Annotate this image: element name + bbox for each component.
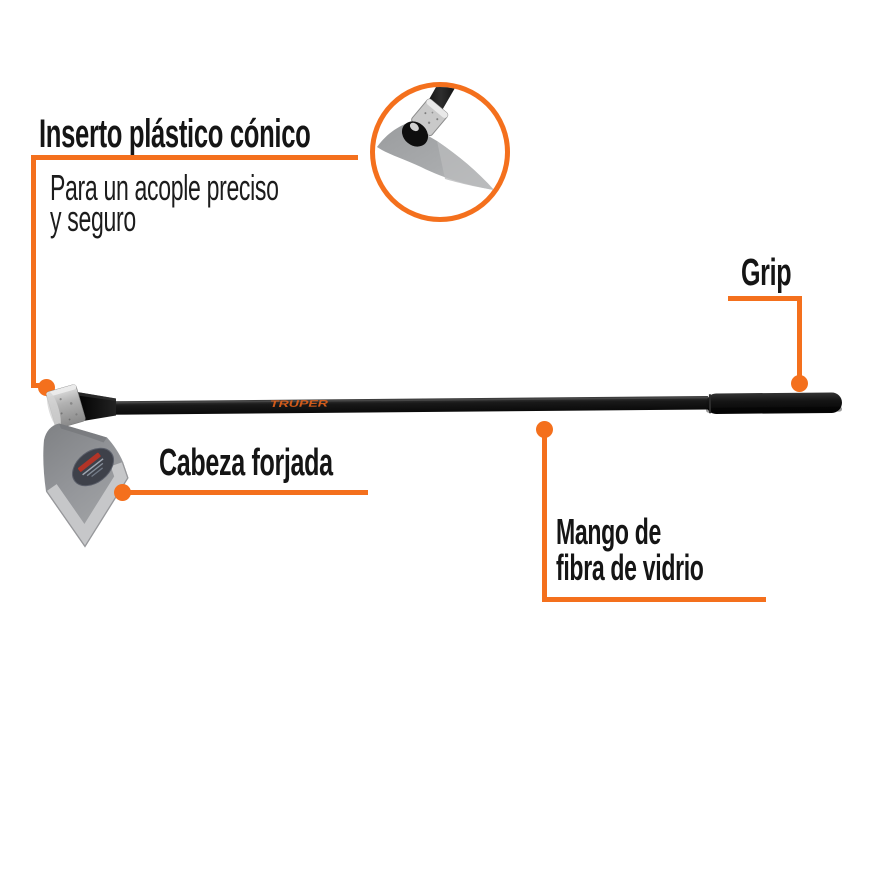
- blade-sticker: [72, 447, 114, 487]
- product-image-hoe: TRUPER: [43, 384, 843, 548]
- insert-callout-underline: [31, 155, 358, 160]
- head-ferrule: [46, 384, 86, 429]
- grip-callout-label: Grip: [741, 252, 792, 294]
- handle-callout-dot: [536, 421, 553, 438]
- handle-grip: [705, 392, 842, 414]
- handle-callout-line-vertical: [542, 430, 547, 602]
- head-callout-dot: [114, 484, 131, 501]
- head-callout-label: Cabeza forjada: [159, 442, 333, 484]
- head-detail-image: [377, 87, 494, 190]
- head-callout-line: [122, 490, 368, 495]
- inset-plastic-insert: [401, 121, 429, 147]
- grip-callout-line: [728, 296, 802, 301]
- insert-callout-elbow-line: [31, 383, 44, 388]
- grip-callout-dot: [791, 375, 808, 392]
- insert-callout-description: Para un acople preciso y seguro: [50, 167, 279, 239]
- insert-callout-title: Inserto plástico cónico: [39, 112, 311, 156]
- grip-callout-line-vertical: [797, 296, 802, 380]
- handle-callout-line-horizontal: [542, 597, 766, 602]
- handle-brand-text: TRUPER: [270, 399, 328, 411]
- head-detail-inset: [370, 82, 510, 222]
- insert-callout-bracket-line: [31, 155, 36, 383]
- handle-callout-label: Mango de fibra de vidrio: [556, 511, 704, 588]
